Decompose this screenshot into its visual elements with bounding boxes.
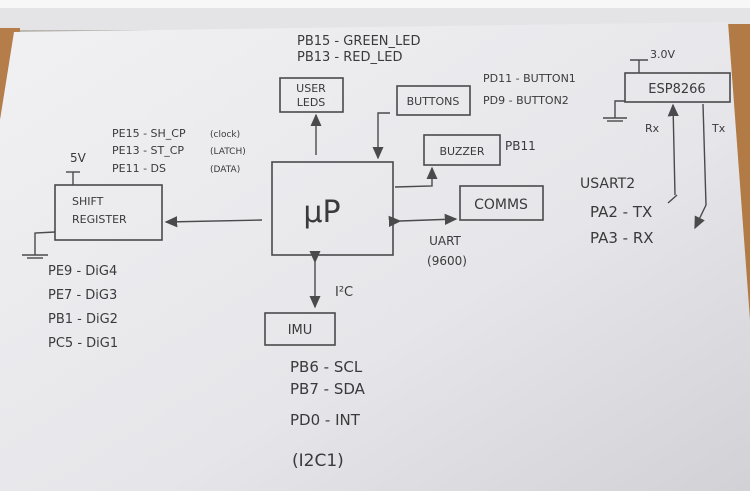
user-leds-block: [279, 77, 344, 113]
esp-supply-label: 3.0V: [650, 48, 675, 61]
digit-pin-3: PE7 - DiG3: [48, 288, 117, 303]
connections: [22, 59, 707, 309]
shift-pin-3: PE11 - DS: [112, 162, 166, 175]
digit-pin-1: PC5 - DiG1: [48, 336, 118, 351]
button-pin-2: PD9 - BUTTON2: [483, 94, 569, 107]
i2c-label: I²C: [335, 285, 353, 300]
comms-label: COMMS: [474, 197, 528, 213]
shift-register-label-1: SHIFT: [72, 195, 104, 208]
usart-tx-pin: PA2 - TX: [590, 203, 652, 221]
shift-note-1: (clock): [210, 130, 240, 140]
shift-register-block: [54, 184, 163, 241]
leds-pin-2: PB13 - RED_LED: [297, 50, 402, 65]
paper-sheet: [0, 22, 750, 491]
imu-block: [264, 312, 336, 346]
shift-note-3: (DATA): [210, 165, 240, 175]
uart-label: UART: [429, 234, 461, 248]
imu-label: IMU: [288, 323, 313, 338]
shift-note-2: (LATCH): [210, 147, 246, 157]
user-leds-label-1: USER: [296, 82, 326, 95]
usart-label: USART2: [580, 176, 635, 192]
imu-bus-label: (I2C1): [292, 451, 344, 471]
leds-pin-1: PB15 - GREEN_LED: [297, 34, 420, 49]
buttons-label: BUTTONS: [407, 95, 460, 108]
microprocessor-block: [271, 161, 394, 256]
esp-rx-label: Rx: [645, 122, 660, 135]
comms-block: [459, 185, 544, 221]
imu-pin-int: PD0 - INT: [290, 411, 361, 429]
shift-supply-label: 5V: [70, 151, 87, 165]
user-leds-label-2: LEDS: [297, 96, 326, 109]
microprocessor-label: µP: [303, 195, 340, 230]
buzzer-label: BUZZER: [439, 145, 484, 158]
imu-pin-sda: PB7 - SDA: [290, 380, 366, 398]
button-pin-1: PD11 - BUTTON1: [483, 72, 576, 85]
digit-pin-2: PB1 - DiG2: [48, 312, 118, 327]
esp-tx-label: Tx: [711, 122, 726, 135]
usart-rx-pin: PA3 - RX: [590, 229, 654, 247]
esp8266-label: ESP8266: [648, 82, 705, 97]
shift-pin-1: PE15 - SH_CP: [112, 127, 186, 140]
shift-pin-2: PE13 - ST_CP: [112, 144, 184, 157]
uart-baud-label: (9600): [427, 254, 467, 268]
digit-pin-4: PE9 - DiG4: [48, 264, 117, 279]
esp8266-block: [624, 72, 731, 103]
buzzer-pin: PB11: [505, 139, 536, 153]
buttons-block: [396, 85, 471, 116]
shift-register-label-2: REGISTER: [72, 213, 127, 226]
imu-pin-scl: PB6 - SCL: [290, 358, 363, 376]
buzzer-block: [423, 134, 501, 166]
